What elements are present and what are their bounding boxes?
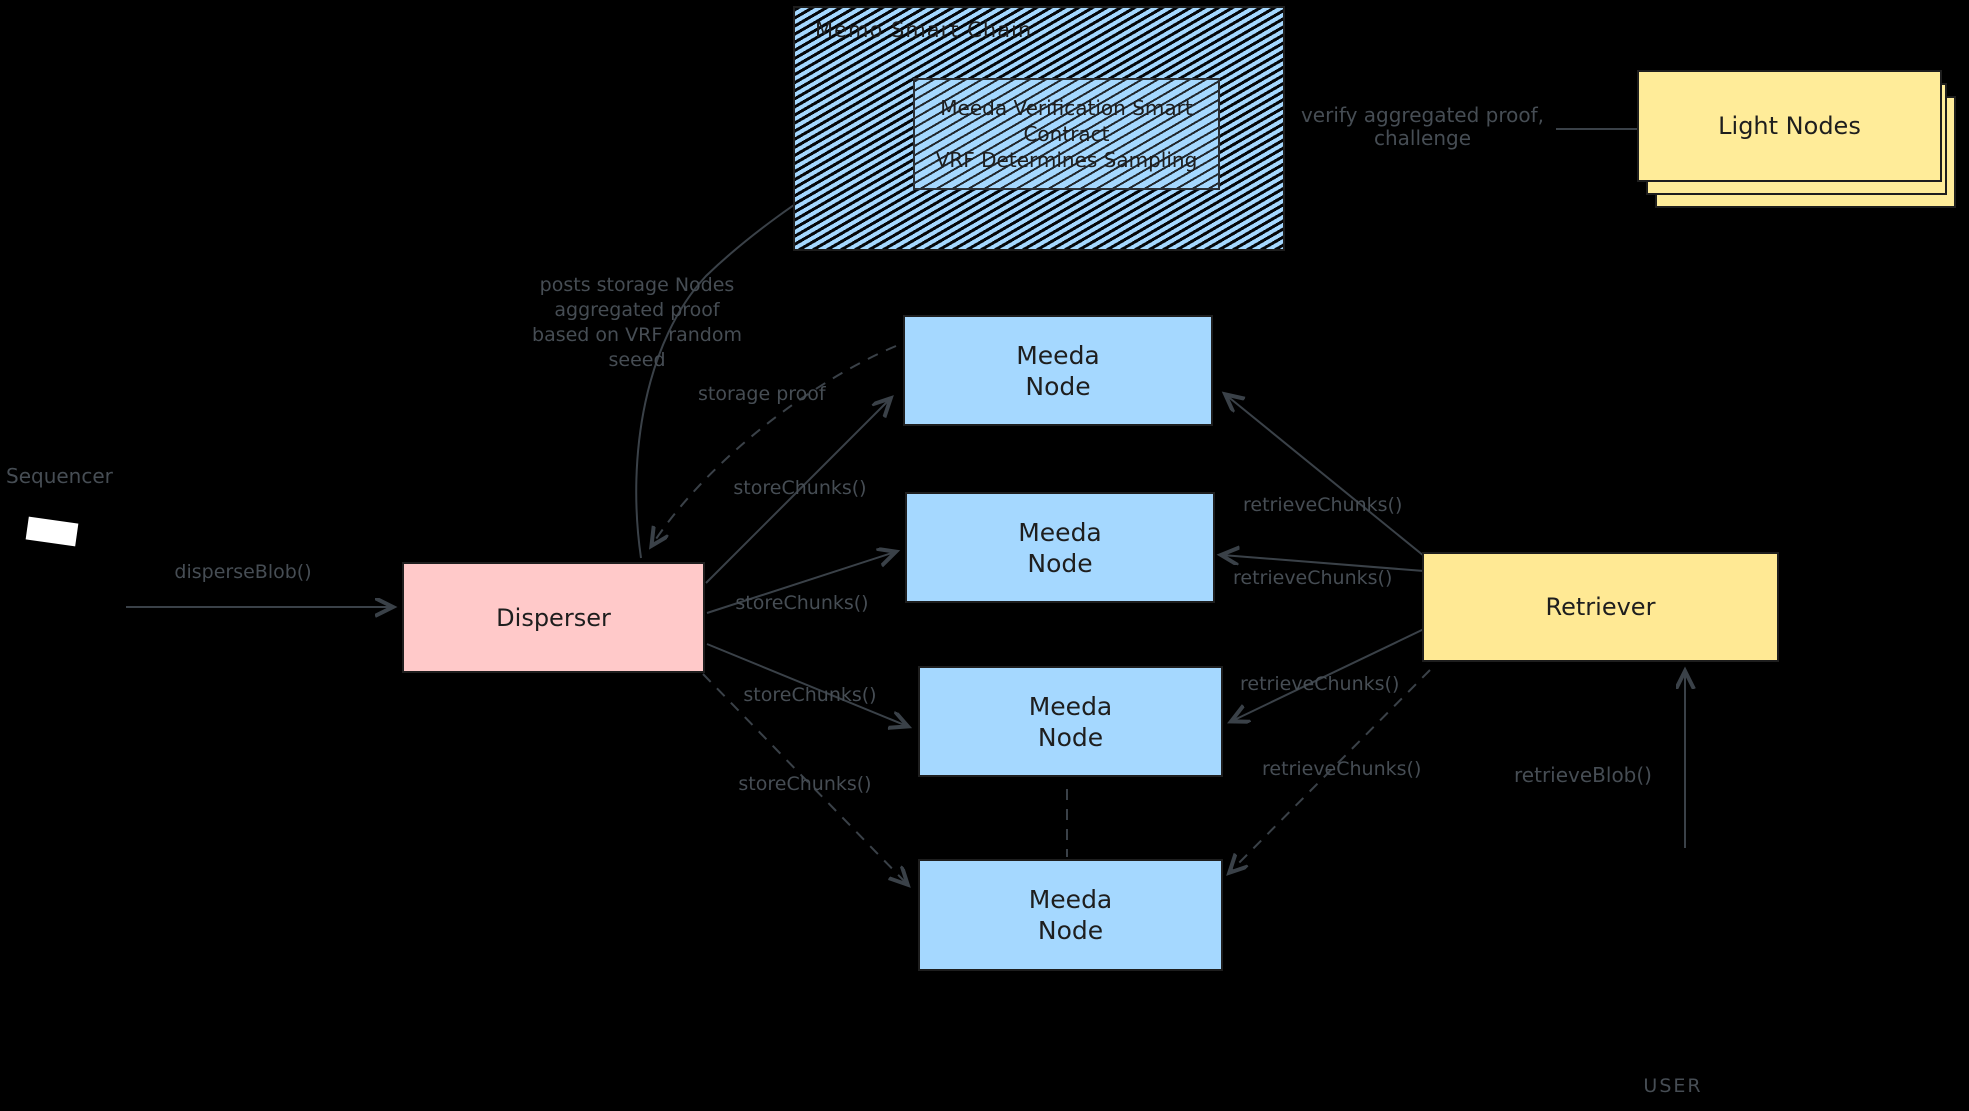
meeda-node-3: Meeda Node: [918, 666, 1223, 777]
sequencer-label: Sequencer: [6, 464, 113, 488]
label-store-chunks-3: storeChunks(): [743, 684, 877, 706]
meeda-node-2-line2: Node: [1027, 548, 1093, 578]
disperser-box: Disperser: [402, 562, 705, 673]
verify-line-1: verify aggregated proof,: [1300, 103, 1545, 127]
label-posts-proof: posts storage Nodes aggregated proof bas…: [517, 273, 757, 373]
light-nodes-box: Light Nodes: [1637, 70, 1942, 182]
meeda-node-4-line1: Meeda: [1028, 885, 1113, 914]
user-label: USER: [1643, 1075, 1703, 1097]
verify-line-2: challenge: [1373, 126, 1472, 150]
verification-contract-box: Meeda Verification Smart Contract VRF De…: [913, 78, 1220, 190]
meeda-node-4-line2: Node: [1037, 916, 1104, 945]
label-retrieve-blob: retrieveBlob(): [1514, 763, 1652, 787]
meeda-node-3-line1: Meeda: [1028, 691, 1113, 721]
sequencer-laptop-icon: [25, 516, 79, 547]
meeda-node-1: Meeda Node: [903, 315, 1213, 426]
label-retrieve-chunks-1: retrieveChunks(): [1243, 494, 1403, 516]
meeda-node-4: Meeda Node: [918, 859, 1223, 971]
arrow-retrieve-chunks-1: [1226, 395, 1425, 557]
meeda-node-1-line1: Meeda: [1016, 340, 1100, 370]
meeda-node-2-line1: Meeda: [1018, 517, 1102, 547]
posts-proof-line-4: seeed: [608, 349, 666, 371]
posts-proof-line-2: aggregated proof: [554, 299, 720, 321]
label-store-chunks-4: storeChunks(): [738, 773, 872, 795]
arrow-storage-proof: [652, 345, 897, 545]
contract-line-1: Meeda Verification Smart: [940, 96, 1193, 120]
memo-smart-chain-title: Memo Smart Chain: [815, 18, 1033, 42]
label-verify-challenge: verify aggregated proof, challenge: [1285, 104, 1560, 150]
label-retrieve-chunks-3: retrieveChunks(): [1240, 673, 1400, 695]
label-disperse-blob: disperseBlob(): [174, 561, 312, 583]
meeda-node-2: Meeda Node: [905, 492, 1215, 603]
label-retrieve-chunks-4: retrieveChunks(): [1262, 758, 1422, 780]
label-retrieve-chunks-2: retrieveChunks(): [1233, 567, 1393, 589]
label-storage-proof: storage proof: [698, 383, 826, 405]
contract-line-3: VRF Determines Sampling: [935, 148, 1198, 172]
retriever-box: Retriever: [1422, 552, 1779, 662]
meeda-node-3-line2: Node: [1037, 722, 1104, 752]
label-store-chunks-2: storeChunks(): [735, 592, 869, 614]
meeda-node-1-line2: Node: [1025, 371, 1091, 401]
posts-proof-line-3: based on VRF random: [532, 324, 742, 346]
disperser-label: Disperser: [496, 603, 611, 632]
posts-proof-line-1: posts storage Nodes: [539, 274, 735, 296]
light-nodes-label: Light Nodes: [1718, 112, 1861, 140]
contract-line-2: Contract: [1023, 122, 1110, 146]
retriever-label: Retriever: [1545, 593, 1656, 621]
label-store-chunks-1: storeChunks(): [733, 477, 867, 499]
